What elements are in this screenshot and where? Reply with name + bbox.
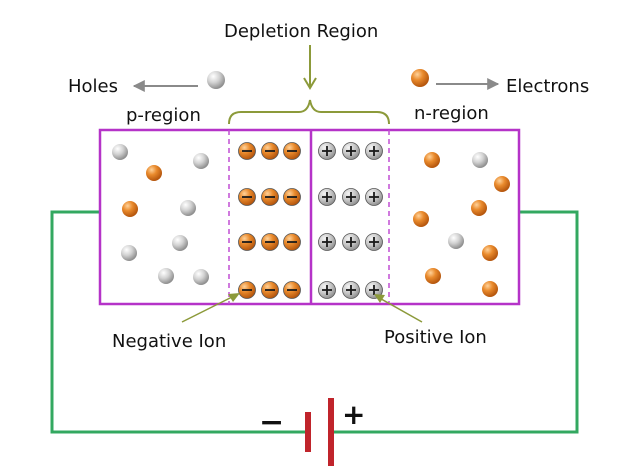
positive-ion [342,233,360,251]
positive-ion [365,142,383,160]
battery-plus-label: + [342,398,365,431]
hole [193,153,209,169]
negative-ion [261,281,279,299]
positive-ion [318,188,336,206]
electron [146,165,162,181]
hole [158,268,174,284]
negative-ion [238,281,256,299]
negative-ion-pointer-head [228,293,240,302]
positive-ion-pointer [375,295,423,323]
negative-ion-label: Negative Ion [112,331,226,352]
positive-ion [318,281,336,299]
positive-ion [318,142,336,160]
hole [112,144,128,160]
positive-ions [318,142,383,299]
negative-ion [283,188,301,206]
battery: − + [259,398,365,466]
p-region-carriers [112,144,209,285]
positive-ion [342,188,360,206]
junction-box [98,128,521,306]
electron [425,268,441,284]
negative-ion [261,142,279,160]
negative-ion [283,281,301,299]
positive-ion [365,233,383,251]
negative-ion [283,233,301,251]
hole [472,152,488,168]
electron [482,245,498,261]
n-region-carriers [413,152,510,297]
positive-ion [365,281,383,299]
electron [482,281,498,297]
holes-label: Holes [68,76,118,97]
positive-ion [365,188,383,206]
negative-ion [238,233,256,251]
battery-plate-negative [305,412,311,452]
hole [193,269,209,285]
legend-electron-icon [411,69,429,87]
hole [121,245,137,261]
negative-ion-pointer [181,293,239,323]
battery-plate-positive [328,398,334,466]
negative-ion [261,233,279,251]
depletion-bracket [228,99,390,125]
electrons-label: Electrons [506,76,589,97]
circuit-wire [50,210,579,434]
positive-ion-pointer-head [374,294,385,303]
electron [413,211,429,227]
negative-ions [238,142,301,299]
depletion-arrow-head [303,77,317,90]
hole [172,235,188,251]
negative-ion [238,142,256,160]
negative-ion [238,188,256,206]
p-region-label: p-region [126,105,201,126]
negative-ion [261,188,279,206]
positive-ion-label: Positive Ion [384,327,487,348]
positive-ion [342,281,360,299]
electron [494,176,510,192]
n-region-label: n-region [414,103,489,124]
negative-ion [283,142,301,160]
hole [180,200,196,216]
battery-minus-label: − [259,405,284,440]
electron [471,200,487,216]
electron [122,201,138,217]
electron [424,152,440,168]
hole [448,233,464,249]
depletion-region-label: Depletion Region [224,21,378,42]
positive-ion [342,142,360,160]
positive-ion [318,233,336,251]
legend-hole-icon [207,71,225,89]
